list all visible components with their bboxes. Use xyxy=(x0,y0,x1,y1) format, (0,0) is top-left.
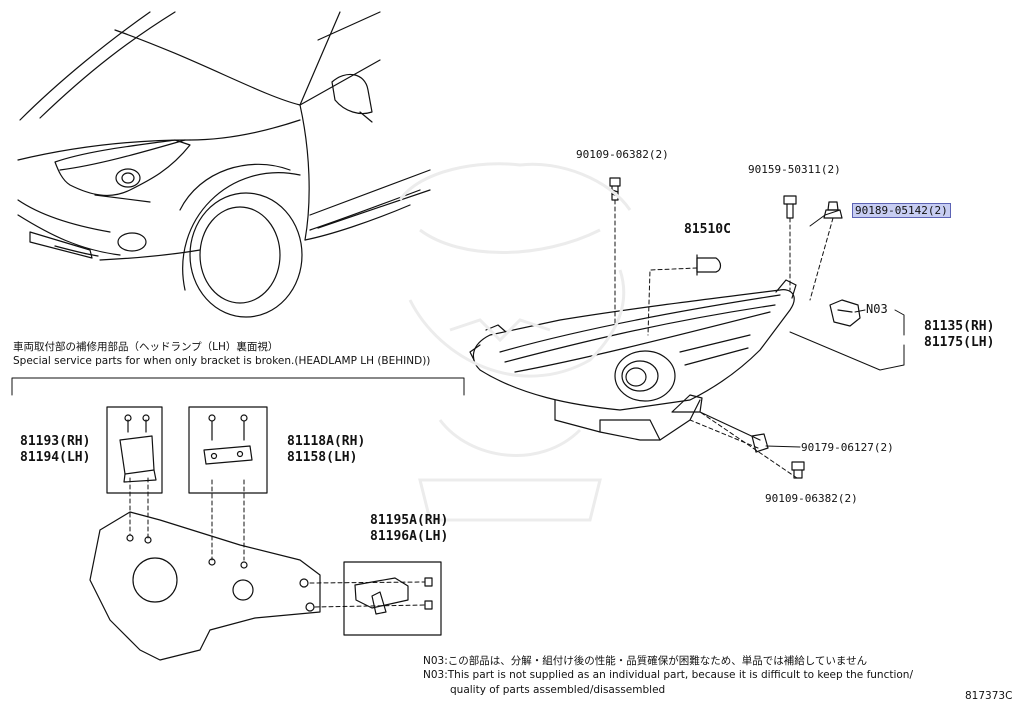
label-90189-05142-highlighted[interactable]: 90189-05142(2) xyxy=(852,203,951,218)
bracket-box-81193 xyxy=(106,406,163,494)
label-90109-06382-top: 90109-06382(2) xyxy=(576,148,669,161)
label-81196a-lh: 81196A(LH) xyxy=(370,529,449,544)
bolt-90159 xyxy=(783,195,797,219)
label-81135-rh: 81135(RH) xyxy=(924,319,995,334)
special-parts-note-jp: 車両取付部の補修用部品（ヘッドランプ（LH）裏面視） xyxy=(13,341,279,353)
bulb-81510c xyxy=(696,254,722,276)
bracket-box-81118a xyxy=(188,406,268,494)
footnote-en-line2: quality of parts assembled/disassembled xyxy=(450,684,666,696)
label-81158-lh: 81158(LH) xyxy=(287,450,358,465)
footnote-jp: N03:この部品は、分解・組付け後の性能・品質確保が困難なため、単品では補給して… xyxy=(423,655,868,667)
label-81510c: 81510C xyxy=(684,222,731,237)
label-90179-06127: 90179-06127(2) xyxy=(801,441,894,454)
headlamp-back-housing xyxy=(89,511,321,661)
label-81118a-rh: 81118A(RH) xyxy=(287,434,366,449)
label-81194-lh: 81194(LH) xyxy=(20,450,91,465)
label-90159-50311: 90159-50311(2) xyxy=(748,163,841,176)
car-front-illustration xyxy=(17,11,431,318)
footnote-en-line1: N03:This part is not supplied as an indi… xyxy=(423,669,913,681)
label-81193-rh: 81193(RH) xyxy=(20,434,91,449)
bracket-box-81195a xyxy=(343,561,442,636)
special-parts-note-en: Special service parts for when only brac… xyxy=(13,355,431,367)
label-81195a-rh: 81195A(RH) xyxy=(370,513,449,528)
socket-n03 xyxy=(829,299,861,327)
screw-90109-bottom xyxy=(791,461,805,479)
diagram-code: 817373C xyxy=(965,690,1013,702)
label-90109-06382-bottom: 90109-06382(2) xyxy=(765,492,858,505)
label-81175-lh: 81175(LH) xyxy=(924,335,995,350)
headlamp-assembly xyxy=(469,279,797,441)
watermark-emblem xyxy=(398,162,632,522)
label-n03: N03 xyxy=(866,302,888,316)
